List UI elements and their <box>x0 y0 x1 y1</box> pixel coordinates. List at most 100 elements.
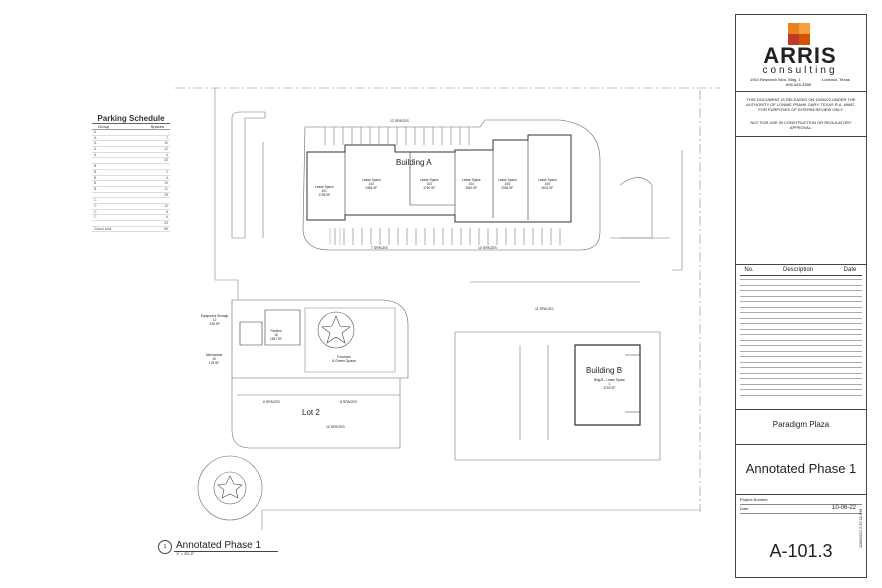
row-spaces: 8 <box>166 209 168 214</box>
parking-schedule-row: 33 <box>92 158 170 165</box>
equipment-name: Equipment Storage <box>201 314 229 318</box>
row-spaces: 2 <box>166 169 168 174</box>
equipment-number: 12 <box>212 318 217 322</box>
revision-row-line <box>740 367 862 368</box>
lease-space-num: 105 <box>504 182 510 186</box>
row-group <box>94 221 124 226</box>
rev-no-header: No. <box>744 267 754 273</box>
revision-row-line <box>740 301 862 302</box>
row-group: C <box>94 215 97 220</box>
parking-schedule-row: Grand total 85 <box>92 227 170 233</box>
project-number-label: Project Number <box>740 497 768 502</box>
lease-space-num: 101 <box>321 189 327 193</box>
fountain-label: Fountain & Green Space <box>332 355 356 364</box>
site-plan-drawing <box>175 87 720 530</box>
revision-row-line <box>740 350 862 352</box>
lease-space-label: Lease Space <box>362 178 381 182</box>
parking-schedule-row: B <box>92 164 170 170</box>
plot-stamp: 10/6/2022 2:37:11 PM <box>858 508 863 548</box>
firm-address: 1910 Research Blvd. Bldg. 1 <box>750 77 801 82</box>
pavilion-area: 1847 SF <box>270 337 283 341</box>
parking-schedule-title: Parking Schedule <box>92 114 170 124</box>
blank-panel <box>736 136 866 265</box>
row-group: Grand total <box>94 226 112 231</box>
revision-row-line <box>740 290 862 291</box>
date-label: Date <box>740 506 749 511</box>
row-group: B <box>94 181 97 186</box>
revision-row-line <box>740 334 862 335</box>
rev-date-header: Date <box>843 267 857 273</box>
revision-row-line <box>740 317 862 319</box>
title-block: ARRIS consulting 1910 Research Blvd. Bld… <box>735 14 867 578</box>
lease-space-sf: 2466 SF <box>365 186 378 190</box>
parking-label: 6 SPACES <box>263 400 280 404</box>
row-spaces: 33 <box>164 158 168 163</box>
logo-text: ARRIS <box>763 43 837 68</box>
revision-table: No. Description Date <box>736 264 866 410</box>
parking-label: 7 SPACES <box>371 246 388 250</box>
row-spaces: 10 <box>164 181 168 186</box>
revision-row-line <box>740 284 862 286</box>
mechanical-label: Mechanical 15 178 SF <box>206 353 222 365</box>
pavilion-number: 16 <box>274 333 278 337</box>
parking-label: 8 SPACES <box>340 400 357 404</box>
revision-row-line <box>740 339 862 341</box>
revision-row-line <box>740 394 862 396</box>
revision-row-line <box>740 312 862 313</box>
project-name: Paradigm Plaza <box>772 420 830 429</box>
view-title-underline <box>174 551 278 552</box>
lease-space-sf: 1663 SF <box>465 186 478 190</box>
row-group: B <box>94 164 97 169</box>
rev-description-header: Description <box>782 267 813 273</box>
parking-schedule-row: A <box>92 130 170 136</box>
revision-row-line <box>740 295 862 297</box>
logo-mark-icon <box>788 23 810 45</box>
lease-space-label: Lease Space <box>315 185 334 189</box>
view-scale: 1" = 20'-0" <box>176 551 195 556</box>
revision-header: No. Description Date <box>740 267 862 276</box>
revision-row-line <box>740 323 862 324</box>
row-spaces: 7 <box>166 135 168 140</box>
revision-row-line <box>740 328 862 330</box>
row-spaces: 10 <box>164 203 168 208</box>
revision-row-line <box>740 361 862 363</box>
building-a-label: Building A <box>396 158 432 167</box>
parking-label: 10 SPACES <box>478 246 497 250</box>
row-group: B <box>94 186 97 191</box>
bldg-b-lease-name: Bldg B - Lease Space <box>594 378 625 382</box>
parking-label: 11 SPACES <box>535 307 554 311</box>
building-b-label: Building B <box>586 366 623 375</box>
view-title: Annotated Phase 1 <box>176 540 262 551</box>
logo-subtext: consulting <box>762 65 838 76</box>
row-spaces: 85 <box>164 226 168 231</box>
firm-city: Lubbock, Texas <box>822 77 850 82</box>
release-note: THIS DOCUMENT IS RELEASED ON 10/06/22 UN… <box>746 97 856 112</box>
row-group: B <box>94 175 97 180</box>
lease-space-sf: 2066 SF <box>501 186 514 190</box>
row-group: A <box>94 152 97 157</box>
revision-row-line <box>740 383 862 385</box>
revision-row-line <box>740 345 862 346</box>
row-spaces <box>138 198 168 203</box>
lease-space-label: Lease Space <box>538 178 557 182</box>
date-value: 10-06-22 <box>832 505 857 511</box>
revision-row-line <box>740 378 862 379</box>
row-group <box>94 193 124 198</box>
row-group: C <box>94 209 97 214</box>
row-group: A <box>94 130 97 134</box>
mechanical-number: 15 <box>212 357 216 361</box>
row-spaces: 10 <box>164 141 168 146</box>
lease-space-num: 103 <box>426 182 432 186</box>
row-group: A <box>94 147 97 152</box>
